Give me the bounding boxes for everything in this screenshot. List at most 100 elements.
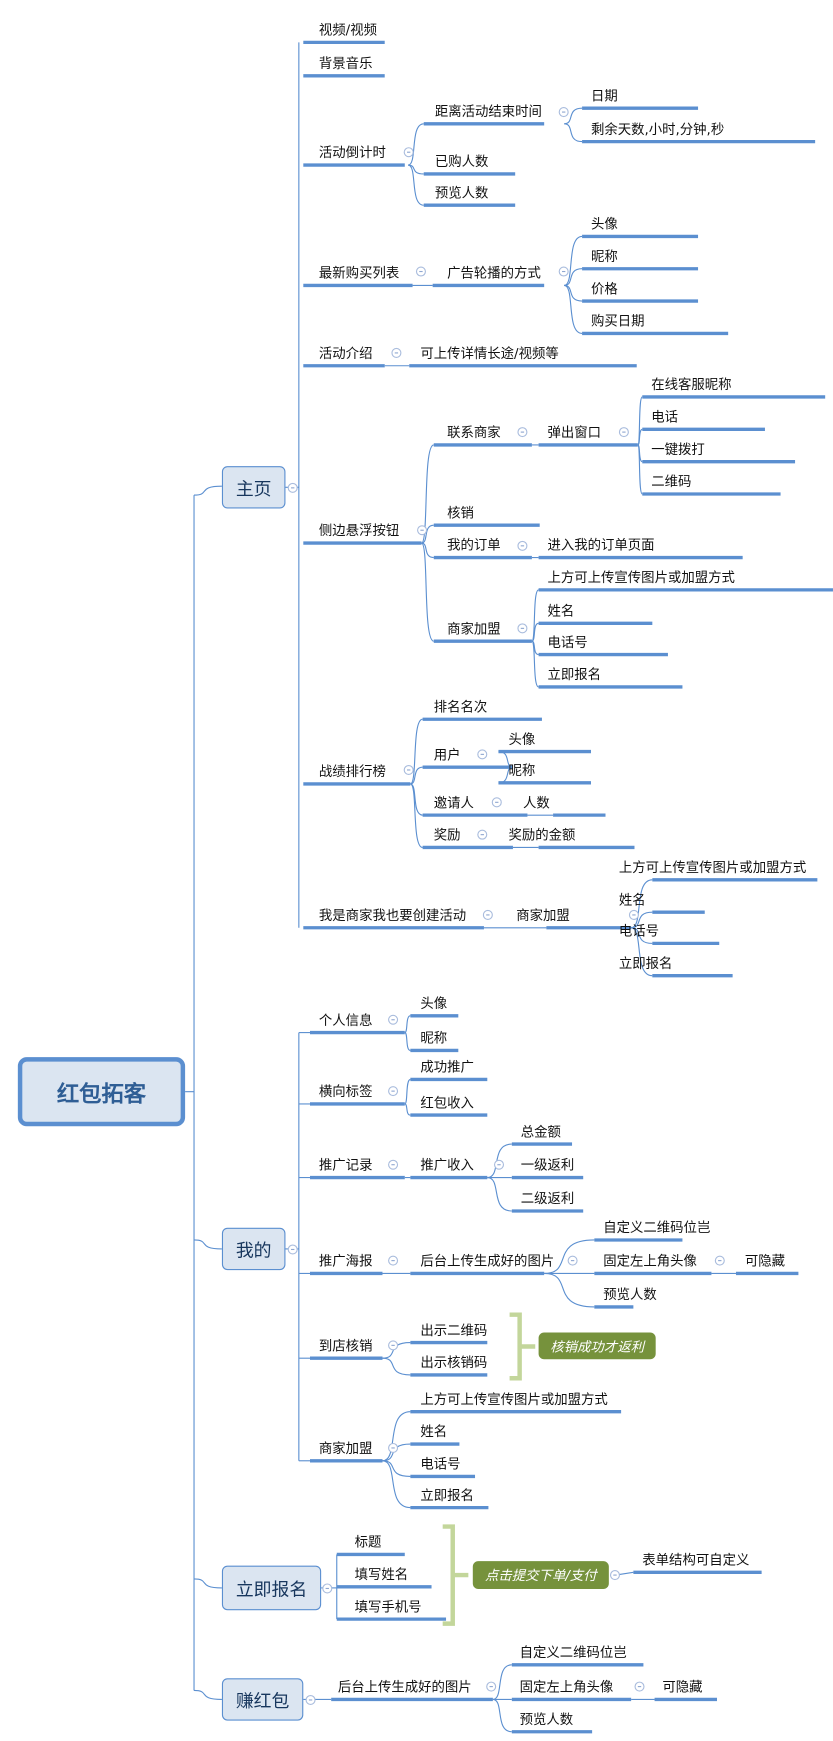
topic-countdown[interactable]: 活动倒计时: [318, 144, 386, 161]
topic-remaining-time[interactable]: 剩余天数,小时,分钟,秒: [591, 121, 725, 138]
topic-upload-promo[interactable]: 上方可上传宣传图片或加盟方式: [420, 1391, 608, 1408]
collapse-toggle-icon[interactable]: [618, 426, 629, 437]
collapse-toggle-icon[interactable]: [609, 1569, 620, 1580]
collapse-toggle-icon[interactable]: [491, 796, 502, 807]
topic-nickname[interactable]: 昵称: [591, 248, 618, 265]
topic-hideable[interactable]: 可隐藏: [662, 1679, 703, 1695]
topic-phone-number[interactable]: 电话号: [547, 634, 588, 651]
topic-nickname[interactable]: 昵称: [508, 762, 536, 779]
collapse-toggle-icon[interactable]: [558, 265, 569, 276]
collapse-toggle-icon[interactable]: [387, 1442, 398, 1453]
topic-merchant-join[interactable]: 商家加盟: [318, 1440, 373, 1457]
collapse-toggle-icon[interactable]: [628, 909, 639, 920]
collapse-toggle-icon[interactable]: [567, 1255, 578, 1266]
topic-name[interactable]: 姓名: [618, 892, 646, 908]
topic-phone-number[interactable]: 电话号: [420, 1456, 461, 1472]
topic-view-count[interactable]: 预览人数: [603, 1286, 657, 1303]
topic-purchase-date[interactable]: 购买日期: [591, 313, 645, 329]
collapse-toggle-icon[interactable]: [476, 748, 487, 759]
topic-custom-qr-position[interactable]: 自定义二维码位岂: [519, 1644, 627, 1661]
topic-video[interactable]: 视频/视频: [318, 22, 377, 38]
topic-bought-count[interactable]: 已购人数: [434, 153, 489, 170]
topic-merchant-create[interactable]: 我是商家我也要创建活动: [318, 907, 467, 924]
collapse-toggle-icon[interactable]: [516, 622, 527, 633]
collapse-toggle-icon[interactable]: [287, 482, 298, 493]
topic-upload-promo[interactable]: 上方可上传宣传图片或加盟方式: [547, 569, 735, 586]
topic-contact-merchant[interactable]: 联系商家: [447, 424, 501, 441]
topic-fixed-avatar[interactable]: 固定左上角头像: [603, 1253, 697, 1269]
collapse-toggle-icon[interactable]: [416, 524, 427, 535]
topic-show-qr[interactable]: 出示二维码: [420, 1322, 488, 1339]
topic-avatar[interactable]: 头像: [508, 731, 536, 748]
topic-phone-number[interactable]: 电话号: [618, 923, 660, 939]
topic-reward[interactable]: 奖励: [433, 827, 461, 844]
topic-fill-name[interactable]: 填写姓名: [354, 1566, 409, 1583]
collapse-toggle-icon[interactable]: [387, 1339, 398, 1350]
topic-uploaded-image[interactable]: 后台上传生成好的图片: [337, 1679, 472, 1695]
collapse-toggle-icon[interactable]: [387, 1014, 398, 1025]
collapse-toggle-icon[interactable]: [287, 1243, 298, 1254]
collapse-toggle-icon[interactable]: [387, 1255, 398, 1266]
collapse-toggle-icon[interactable]: [516, 540, 527, 551]
topic-intro-detail[interactable]: 可上传详情长途/视频等: [420, 345, 559, 362]
topic-fill-phone[interactable]: 填写手机号: [354, 1599, 422, 1615]
topic-avatar[interactable]: 头像: [591, 216, 618, 232]
summary-submit-pay[interactable]: 点击提交下单/支付: [472, 1561, 609, 1590]
collapse-toggle-icon[interactable]: [558, 106, 569, 117]
topic-rank-position[interactable]: 排名名次: [433, 699, 488, 715]
collapse-toggle-icon[interactable]: [390, 347, 401, 358]
topic-profile[interactable]: 个人信息: [318, 1012, 373, 1029]
main-topic-mine[interactable]: 我的: [221, 1227, 286, 1271]
topic-custom-qr-position[interactable]: 自定义二维码位岂: [603, 1219, 711, 1236]
collapse-toggle-icon[interactable]: [516, 426, 527, 437]
collapse-toggle-icon[interactable]: [482, 909, 493, 920]
topic-signup[interactable]: 立即报名: [420, 1487, 474, 1504]
topic-total-amount[interactable]: 总金额: [520, 1124, 561, 1140]
topic-view-count[interactable]: 预览人数: [434, 185, 489, 201]
topic-merchant-join[interactable]: 商家加盟: [447, 621, 501, 637]
topic-name[interactable]: 姓名: [420, 1423, 448, 1440]
topic-time-to-end[interactable]: 距离活动结束时间: [434, 103, 542, 120]
topic-horizontal-tabs[interactable]: 横向标签: [318, 1083, 373, 1100]
topic-goto-orders[interactable]: 进入我的订单页面: [547, 537, 655, 554]
topic-signup[interactable]: 立即报名: [618, 955, 673, 972]
topic-level1-rebate[interactable]: 一级返利: [520, 1157, 575, 1174]
topic-promo-income[interactable]: 推广收入: [420, 1157, 474, 1174]
topic-red-packet-income[interactable]: 红包收入: [420, 1095, 474, 1111]
topic-verify[interactable]: 核销: [447, 505, 474, 521]
collapse-toggle-icon[interactable]: [633, 1681, 644, 1692]
main-topic-home[interactable]: 主页: [221, 466, 286, 509]
topic-date[interactable]: 日期: [591, 88, 618, 104]
topic-invite-count[interactable]: 人数: [522, 795, 550, 811]
topic-avatar[interactable]: 头像: [420, 995, 448, 1012]
topic-reward-amount[interactable]: 奖励的金额: [508, 827, 576, 844]
collapse-toggle-icon[interactable]: [403, 764, 414, 775]
topic-one-click-dial[interactable]: 一键拨打: [651, 441, 705, 458]
collapse-toggle-icon[interactable]: [387, 1085, 398, 1096]
topic-name[interactable]: 姓名: [547, 603, 575, 619]
topic-show-code[interactable]: 出示核销码: [420, 1354, 488, 1371]
topic-upload-promo[interactable]: 上方可上传宣传图片或加盟方式: [618, 859, 807, 876]
collapse-toggle-icon[interactable]: [304, 1694, 316, 1705]
collapse-toggle-icon[interactable]: [714, 1255, 725, 1266]
topic-hideable[interactable]: 可隐藏: [744, 1253, 786, 1269]
summary-verify-rebate[interactable]: 核销成功才返利: [538, 1332, 656, 1360]
topic-inviter[interactable]: 邀请人: [433, 795, 474, 811]
topic-phone[interactable]: 电话: [651, 409, 678, 425]
topic-merchant-join[interactable]: 商家加盟: [516, 907, 570, 924]
topic-user[interactable]: 用户: [433, 747, 461, 763]
topic-uploaded-image[interactable]: 后台上传生成好的图片: [420, 1253, 555, 1269]
topic-qr-code[interactable]: 二维码: [651, 473, 692, 490]
topic-in-store-verify[interactable]: 到店核销: [318, 1338, 373, 1354]
topic-activity-intro[interactable]: 活动介绍: [318, 345, 373, 362]
topic-ad-carousel[interactable]: 广告轮播的方式: [447, 265, 541, 282]
topic-successful-promos[interactable]: 成功推广: [420, 1059, 474, 1075]
topic-signup[interactable]: 立即报名: [547, 666, 602, 683]
collapse-toggle-icon[interactable]: [493, 1159, 504, 1170]
collapse-toggle-icon[interactable]: [476, 829, 487, 840]
topic-leaderboard[interactable]: 战绩排行榜: [318, 763, 386, 780]
collapse-toggle-icon[interactable]: [321, 1582, 332, 1593]
topic-level2-rebate[interactable]: 二级返利: [520, 1190, 575, 1207]
topic-promo-poster[interactable]: 推广海报: [318, 1253, 373, 1269]
topic-floating-button[interactable]: 侧边悬浮按钮: [318, 522, 400, 539]
